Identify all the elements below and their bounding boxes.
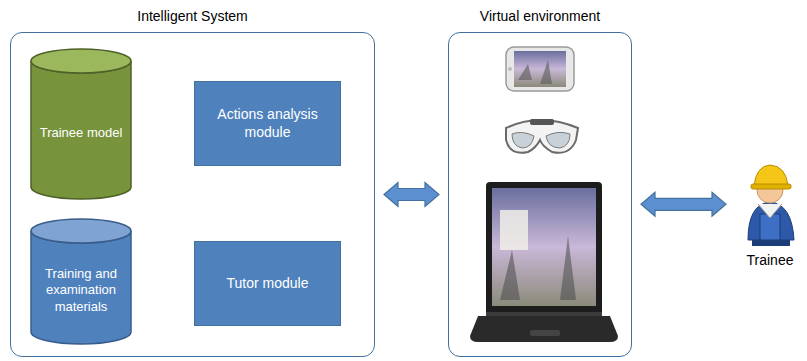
module-label: Tutor module: [227, 275, 309, 293]
laptop-icon: [470, 182, 618, 342]
module-box: Actions analysis module: [194, 81, 341, 166]
cylinder-outline: [31, 219, 131, 344]
text-holder: Trainee model: [31, 49, 131, 199]
database-label: Trainee model: [40, 125, 123, 141]
database-cylinder: Trainee model: [31, 49, 131, 199]
double-arrow: [384, 183, 439, 207]
smartphone-icon: [506, 47, 574, 91]
text-holder: Training and examination materials: [31, 219, 131, 344]
environment-frame: Virtual environment: [448, 32, 632, 357]
module-label: Actions analysis module: [201, 106, 334, 141]
text-holder: Tutor module: [195, 242, 340, 325]
text-holder: Actions analysis module: [195, 82, 340, 165]
frame-heading: Virtual environment: [429, 8, 651, 24]
trainee-actor: Trainee: [735, 158, 805, 270]
actor-label: Trainee: [725, 252, 807, 268]
database-label: Training and examination materials: [37, 266, 125, 315]
vr-glasses-icon: [506, 119, 578, 153]
frame-heading: Intelligent System: [0, 8, 394, 24]
double-arrow: [641, 192, 726, 216]
database-cylinder: Training and examination materials: [31, 219, 131, 344]
cylinder-outline: [31, 49, 131, 199]
module-box: Tutor module: [194, 241, 341, 326]
system-frame: Intelligent SystemTrainee modelActions a…: [10, 32, 375, 357]
trainee-figure: [748, 165, 794, 246]
